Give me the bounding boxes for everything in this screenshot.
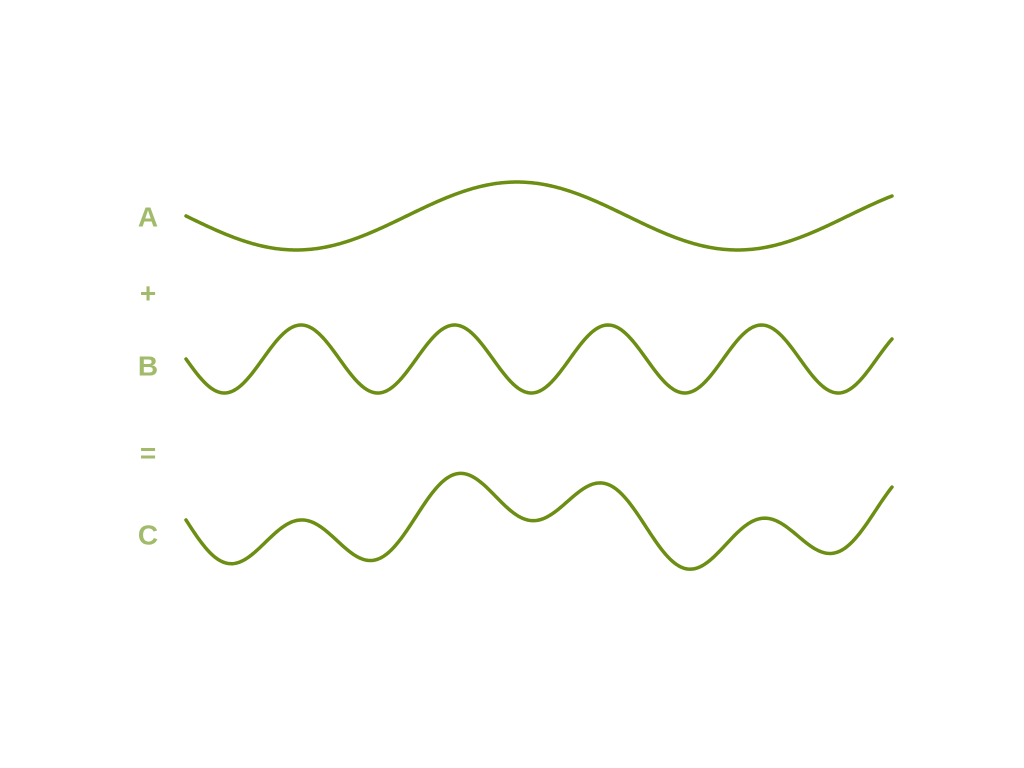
label-b: B <box>138 351 158 382</box>
wave-c-sum <box>184 471 894 571</box>
label-a: A <box>138 202 158 233</box>
label-c: C <box>138 520 158 551</box>
wave-a <box>184 180 894 252</box>
wave-b <box>184 323 894 395</box>
plus-sign: + <box>140 278 156 309</box>
equals-sign: = <box>140 438 156 469</box>
